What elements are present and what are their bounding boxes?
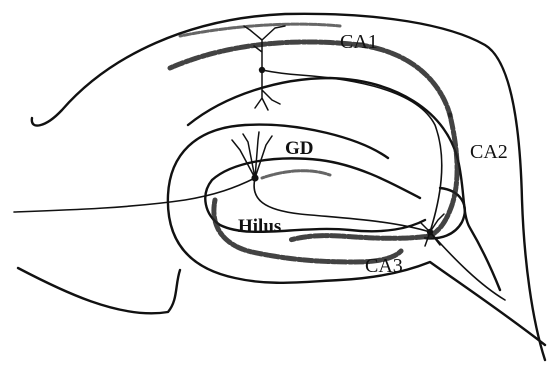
granule-soma — [251, 174, 258, 181]
granule-dendrites — [232, 132, 272, 178]
label-hilus: Hilus — [238, 216, 281, 237]
hippocampus-outline — [18, 14, 545, 360]
granule-cell-neuron — [232, 132, 272, 182]
ca1-pyramidal-neuron — [244, 26, 285, 110]
pyramidal-layer-ca3 — [290, 236, 430, 240]
granule-layer-upper — [262, 171, 330, 178]
perforant-path — [14, 178, 255, 212]
ca1-soma — [259, 67, 265, 73]
cell-layers — [170, 24, 457, 262]
lower-left-contour — [18, 268, 180, 313]
label-ca1: CA1 — [340, 31, 378, 53]
inner-upper-contour — [188, 78, 500, 290]
ca3-soma — [427, 229, 433, 235]
label-ca2: CA2 — [470, 141, 508, 163]
label-ca3: CA3 — [365, 255, 403, 277]
label-gd: GD — [285, 138, 314, 159]
fiber-pathways — [14, 70, 505, 300]
